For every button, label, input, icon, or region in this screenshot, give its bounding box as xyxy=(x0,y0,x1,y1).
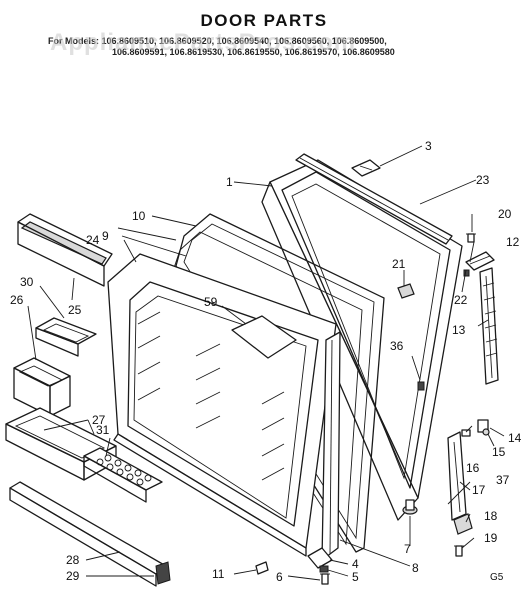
page-title: DOOR PARTS xyxy=(200,11,327,30)
callout-16: 16 xyxy=(466,461,480,475)
callout-11: 11 xyxy=(212,567,225,581)
callout-36: 36 xyxy=(390,339,404,353)
callout-23: 23 xyxy=(476,173,490,187)
callout-15: 15 xyxy=(492,445,506,459)
callout-1: 1 xyxy=(226,175,233,189)
top-trim-strip xyxy=(295,153,453,245)
butter-tray xyxy=(35,317,97,357)
callout-25: 25 xyxy=(68,303,82,317)
watermark: AppliancePartsPros.com xyxy=(50,29,356,56)
callout-59: 59 xyxy=(204,295,218,309)
end-cap xyxy=(155,561,171,585)
callout-31: 31 xyxy=(96,423,110,437)
part-22 xyxy=(463,269,470,277)
screw-6 xyxy=(320,573,330,585)
bracket-21 xyxy=(397,283,415,299)
upper-shelf-rail xyxy=(17,213,113,287)
plug-36 xyxy=(417,381,425,391)
lower-hinge-strip xyxy=(447,431,467,521)
side-trim-strip xyxy=(321,331,341,561)
callouts: 1 3 4 5 6 7 8 9 10 11 12 13 14 15 16 17 … xyxy=(10,139,522,584)
screw-20 xyxy=(466,233,476,243)
screw-11 xyxy=(255,561,269,575)
callout-18: 18 xyxy=(484,509,498,523)
screw-19 xyxy=(454,545,464,557)
inner-door-liner xyxy=(107,253,337,557)
door-bin xyxy=(13,357,71,417)
pivot-15 xyxy=(482,428,490,436)
foot-7 xyxy=(402,499,418,515)
clip-5 xyxy=(319,565,329,573)
handle-bar xyxy=(9,481,167,587)
part-16 xyxy=(461,429,471,437)
lower-shelf xyxy=(5,407,117,481)
leader-lines xyxy=(27,145,505,581)
callout-4: 4 xyxy=(352,557,359,571)
callout-30: 30 xyxy=(20,275,34,289)
callout-5: 5 xyxy=(352,570,359,584)
callout-22: 22 xyxy=(454,293,468,307)
callout-8: 8 xyxy=(412,561,419,575)
callout-12: 12 xyxy=(506,235,520,249)
callout-29: 29 xyxy=(66,569,80,583)
callout-13: 13 xyxy=(452,323,466,337)
corner-mark: G5 xyxy=(490,572,504,583)
callout-17: 17 xyxy=(472,483,486,497)
callout-19: 19 xyxy=(484,531,498,545)
callout-7: 7 xyxy=(404,542,411,556)
callout-20: 20 xyxy=(498,207,512,221)
callout-24: 24 xyxy=(86,233,100,247)
callout-14: 14 xyxy=(508,431,522,445)
callout-3: 3 xyxy=(425,139,432,153)
models-line-1: For Models: 106.8609510, 106.8609520, 10… xyxy=(48,36,387,46)
callout-27: 27 xyxy=(92,413,106,427)
callout-28: 28 xyxy=(66,553,80,567)
callout-26: 26 xyxy=(10,293,24,307)
models-line-2: 106.8609591, 106.8619530, 106.8619550, 1… xyxy=(112,47,395,57)
upper-hinge xyxy=(465,251,495,271)
callout-6: 6 xyxy=(276,570,283,584)
callout-37: 37 xyxy=(496,473,510,487)
top-clip xyxy=(351,159,381,177)
hinge-channel xyxy=(479,267,499,385)
callout-9: 9 xyxy=(102,229,109,243)
egg-tray xyxy=(83,447,163,503)
callout-10: 10 xyxy=(132,209,146,223)
callout-21: 21 xyxy=(392,257,406,271)
